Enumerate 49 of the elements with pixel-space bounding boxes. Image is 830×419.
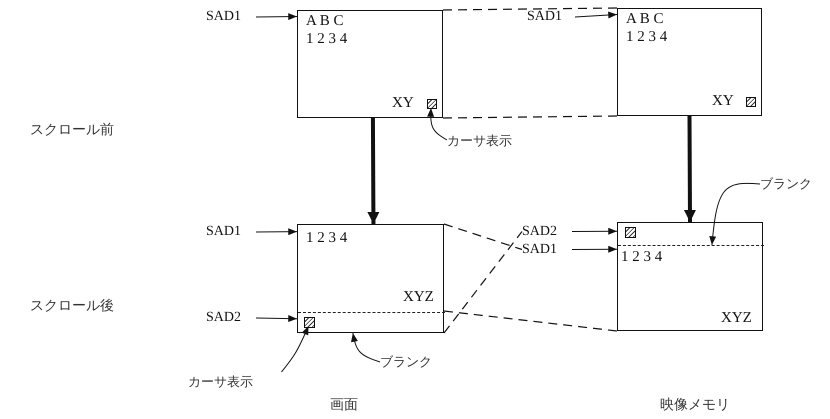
address-label: SAD1 [522,241,572,258]
display-text: 1 2 3 4 [626,29,668,46]
arrow [351,332,380,362]
display-frame [297,224,444,333]
arrow [709,182,760,246]
scroll-arrow [367,118,380,224]
display-text: 1 2 3 4 [306,31,348,48]
display-frame [617,8,762,116]
display-text: XYZ [403,289,434,306]
arrow [281,326,309,372]
cursor-block [304,317,315,328]
section-label: 映像メモリ [660,396,730,414]
dashed-mapping-line [444,231,522,334]
dashed-mapping-line [444,310,618,332]
dashed-mapping-line [444,223,522,250]
address-label: SAD1 [527,8,575,26]
arrow [256,315,298,322]
annotation-label: ブランク [760,175,826,193]
display-text: XY [392,95,414,112]
display-text: XY [712,93,734,110]
display-text: 1 2 3 4 [621,249,662,266]
arrow [256,13,298,20]
cursor-block [746,97,756,107]
scroll-arrow [684,116,696,222]
section-label: スクロール前 [30,122,114,139]
section-label: スクロール後 [30,298,114,315]
cursor-block [625,227,636,238]
address-label: SAD1 [206,8,256,26]
address-label: SAD1 [206,223,256,241]
display-frame [297,10,443,118]
arrow [572,246,618,253]
address-label: SAD2 [522,223,572,240]
arrow [574,12,618,18]
display-text: A B C [626,11,664,28]
display-text: A B C [306,13,344,30]
section-label: 画面 [330,397,358,414]
display-text: 1 2 3 4 [306,230,348,247]
dashed-mapping-line [443,115,617,119]
arrow [572,228,618,235]
display-frame [617,222,763,331]
display-text: XYZ [721,310,752,327]
annotation-label: カーサ表示 [188,372,298,392]
annotation-label: ブランク [380,353,446,371]
cursor-block [427,99,437,109]
arrow [427,108,448,140]
address-label: SAD2 [206,309,256,327]
dashed-mapping-line [443,7,617,11]
annotation-label: カーサ表示 [447,131,547,151]
arrow [256,228,298,236]
